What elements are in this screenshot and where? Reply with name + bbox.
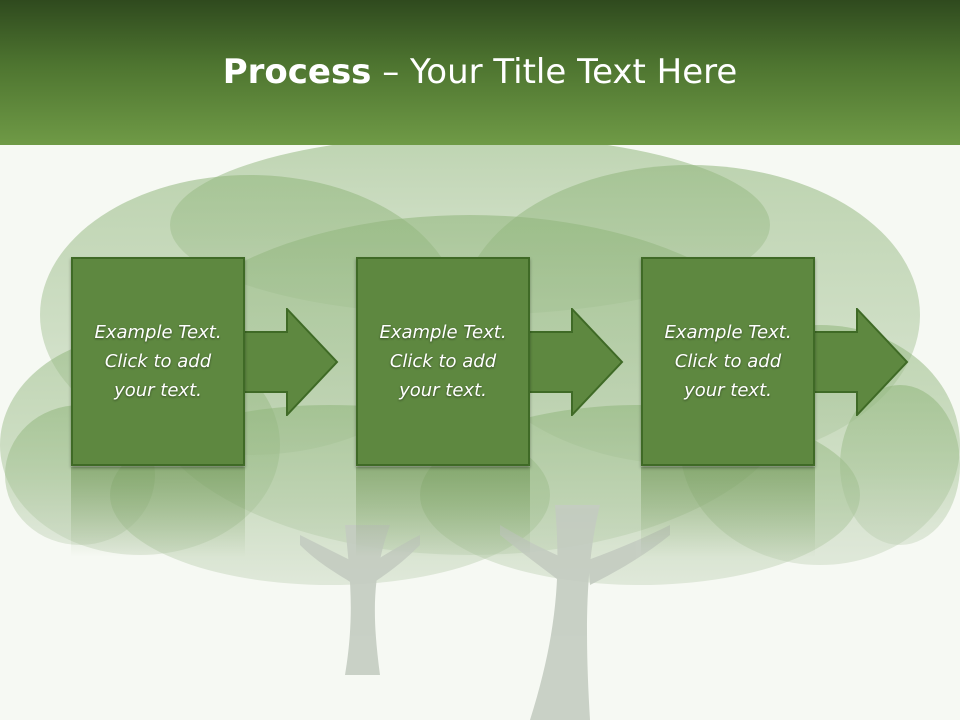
step-1-box[interactable]: Example Text. Click to add your text. <box>71 257 245 466</box>
step-2-reflection <box>356 467 530 557</box>
step-1-reflection <box>71 467 245 557</box>
step-2-box[interactable]: Example Text. Click to add your text. <box>356 257 530 466</box>
header-bar: Process – Your Title Text Here <box>0 0 960 145</box>
step-1-text[interactable]: Example Text. Click to add your text. <box>94 322 222 401</box>
step-3-box[interactable]: Example Text. Click to add your text. <box>641 257 815 466</box>
title-bold-text: Process <box>222 51 372 92</box>
step-3-text[interactable]: Example Text. Click to add your text. <box>664 322 792 401</box>
step-2-text[interactable]: Example Text. Click to add your text. <box>379 322 507 401</box>
arrow-right-icon <box>528 308 624 416</box>
arrow-right-icon <box>813 308 909 416</box>
slide-title[interactable]: Process – Your Title Text Here <box>223 55 738 89</box>
title-normal-text: – Your Title Text Here <box>371 51 738 92</box>
arrow-right-icon <box>243 308 339 416</box>
step-3-reflection <box>641 467 815 557</box>
